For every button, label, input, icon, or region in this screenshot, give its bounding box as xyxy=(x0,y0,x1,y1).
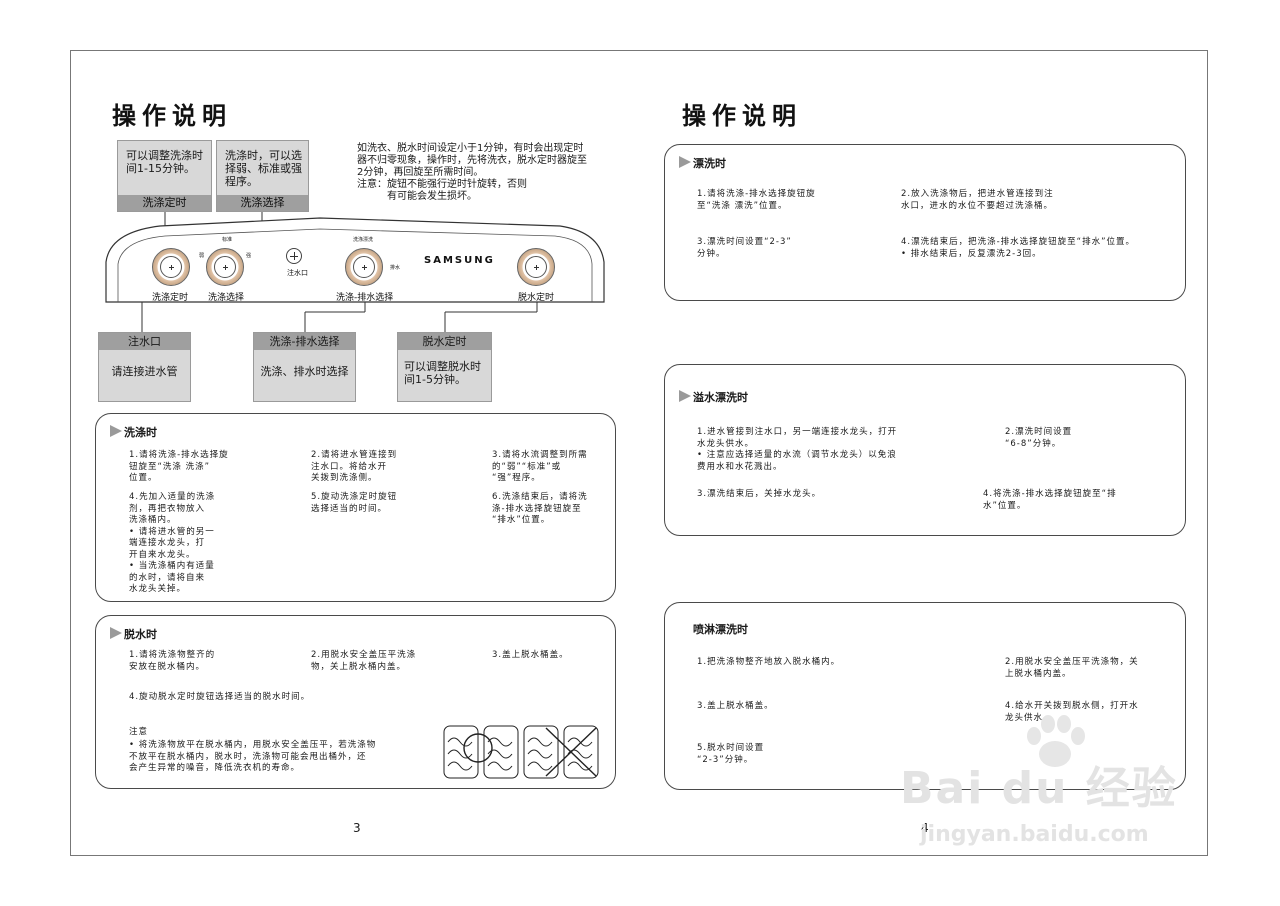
spray-step-4: 4.给水开关拨到脱水侧，打开水 龙头供水。 xyxy=(1005,701,1139,723)
spin-tub-illustration xyxy=(443,725,599,779)
triangle-marker-icon xyxy=(679,156,691,168)
spray-rinse-section: 喷淋漂洗时 1.把洗涤物整齐地放入脱水桶内。 2.用脱水安全盖压平洗涤物，关 上… xyxy=(664,602,1186,790)
inlet-label: 注水口 xyxy=(287,269,308,277)
spin-timer-tag: 脱水定时 可以调整脱水时间1-5分钟。 xyxy=(397,332,492,402)
spin-note-title: 注意 xyxy=(129,727,149,737)
spray-step-1: 1.把洗涤物整齐地放入脱水桶内。 xyxy=(697,657,841,667)
wash-timer-label: 洗涤定时 xyxy=(152,293,189,303)
spin-step-3: 3.盖上脱水桶盖。 xyxy=(492,650,569,660)
select-mark-standard: 标准 xyxy=(222,237,233,243)
wash-timer-info-box: 可以调整洗涤时间1-15分钟。 洗涤定时 xyxy=(117,140,212,212)
rinse-step-2: 2.放入洗涤物后，把进水管连接到注 水口，进水的水位不要超过洗涤桶。 xyxy=(901,189,1054,211)
wash-step-6: 6.洗涤结束后，请将洗 涤-排水选择旋钮旋至 “排水”位置。 xyxy=(492,492,588,525)
wash-drain-tag: 洗涤-排水选择 洗涤、排水时选择 xyxy=(253,332,356,402)
spin-step-1: 1.请将洗涤物整齐的 安放在脱水桶内。 xyxy=(129,650,216,672)
inlet-tag: 注水口 请连接进水管 xyxy=(98,332,191,402)
left-page-title: 操作说明 xyxy=(112,102,232,130)
baidu-jingyan-watermark: Bai du 经验 xyxy=(900,763,1178,814)
wash-step-1: 1.请将洗涤-排水选择旋 钮旋至“洗涤 洗涤” 位置。 xyxy=(129,450,229,483)
wash-step-2: 2.请将进水管连接到 注水口。将给水开 关拨到洗涤侧。 xyxy=(311,450,398,483)
wash-step-4: 4.先加入适量的洗涤 剂，再把衣物放入 洗涤桶内。 • 请将进水管的另一 端连接… xyxy=(129,492,216,594)
overflow-rinse-section: 溢水漂洗时 1.进水管接到注水口，另一端连接水龙头，打开 水龙头供水。 • 注意… xyxy=(664,364,1186,536)
timer-note: 如洗衣、脱水时间设定小于1分钟，有时会出现定时器不归零现象，操作时，先将洗衣，脱… xyxy=(357,143,587,202)
wash-section: 洗涤时 1.请将洗涤-排水选择旋 钮旋至“洗涤 洗涤” 位置。 2.请将进水管连… xyxy=(95,413,616,602)
overflow-step-3: 3.漂洗结束后，关掉水龙头。 xyxy=(697,489,822,499)
overflow-step-4: 4.将洗涤-排水选择旋钮旋至“排 水”位置。 xyxy=(983,489,1117,511)
right-page-number: 4 xyxy=(921,821,929,835)
triangle-marker-icon xyxy=(110,425,122,437)
overflow-section-title: 溢水漂洗时 xyxy=(679,389,748,405)
spin-section-title: 脱水时 xyxy=(110,626,157,642)
rinse-section-title: 漂洗时 xyxy=(679,155,726,171)
overflow-step-1: 1.进水管接到注水口，另一端连接水龙头，打开 水龙头供水。 • 注意应选择适量的… xyxy=(697,427,898,472)
select-mark-strong: 强 xyxy=(246,253,252,259)
spray-step-3: 3.盖上脱水桶盖。 xyxy=(697,701,774,711)
spin-step-2: 2.用脱水安全盖压平洗涤 物，关上脱水桶内盖。 xyxy=(311,650,417,672)
watermark-url: jingyan.baidu.com xyxy=(920,822,1149,847)
wash-step-3: 3.请将水流调整到所需 的“弱”“标准”或 “强”程序。 xyxy=(492,450,588,483)
wash-step-5: 5.旋动洗涤定时旋钮 选择适当的时间。 xyxy=(311,492,398,514)
rinse-section: 漂洗时 1.请将洗涤-排水选择旋钮旋 至“洗涤 漂洗”位置。 2.放入洗涤物后，… xyxy=(664,144,1186,301)
wash-select-label: 洗涤选择 xyxy=(208,293,245,303)
wash-drain-tag-head: 洗涤-排水选择 xyxy=(254,333,355,350)
spin-timer-tag-head: 脱水定时 xyxy=(398,333,491,350)
wash-select-info-box: 洗涤时，可以选择弱、标准或强程序。 洗涤选择 xyxy=(216,140,309,212)
inlet-tag-head: 注水口 xyxy=(99,333,190,350)
brand-logo: SAMSUNG xyxy=(424,255,495,266)
spin-timer-label: 脱水定时 xyxy=(518,293,555,303)
spin-timer-dial[interactable] xyxy=(517,248,555,286)
water-inlet xyxy=(286,248,302,264)
inlet-tag-body: 请连接进水管 xyxy=(111,365,178,378)
select-mark-weak: 弱 xyxy=(199,253,205,259)
rinse-step-3: 3.漂洗时间设置“2-3” 分钟。 xyxy=(697,237,792,259)
wash-timer-info-text: 可以调整洗涤时间1-15分钟。 xyxy=(126,149,203,175)
wash-timer-info-label: 洗涤定时 xyxy=(118,195,211,211)
drain-mark-rinse: 洗涤漂洗 xyxy=(353,237,374,243)
rinse-step-1: 1.请将洗涤-排水选择旋钮旋 至“洗涤 漂洗”位置。 xyxy=(697,189,816,211)
wash-timer-dial[interactable] xyxy=(152,248,190,286)
rinse-step-4: 4.漂洗结束后，把洗涤-排水选择旋钮旋至“排水”位置。 • 排水结束后，反复漂洗… xyxy=(901,237,1135,259)
wash-drain-dial[interactable] xyxy=(345,248,383,286)
spin-step-4: 4.旋动脱水定时旋钮选择适当的脱水时间。 xyxy=(129,692,311,702)
right-page-title: 操作说明 xyxy=(682,102,802,130)
wash-select-info-text: 洗涤时，可以选择弱、标准或强程序。 xyxy=(225,149,302,188)
wash-select-info-label: 洗涤选择 xyxy=(217,195,308,211)
spin-timer-tag-body: 可以调整脱水时间1-5分钟。 xyxy=(404,360,481,386)
page-frame xyxy=(70,50,1208,856)
spin-section: 脱水时 1.请将洗涤物整齐的 安放在脱水桶内。 2.用脱水安全盖压平洗涤 物，关… xyxy=(95,615,616,789)
spray-step-5: 5.脱水时间设置 “2-3”分钟。 xyxy=(697,743,765,765)
spin-note: • 将洗涤物放平在脱水桶内，用脱水安全盖压平，若洗涤物 不放平在脱水桶内，脱水时… xyxy=(129,740,377,773)
wash-drain-tag-body: 洗涤、排水时选择 xyxy=(260,365,349,378)
spray-step-2: 2.用脱水安全盖压平洗涤物，关 上脱水桶内盖。 xyxy=(1005,657,1139,679)
triangle-marker-icon xyxy=(679,390,691,402)
triangle-marker-icon xyxy=(110,627,122,639)
wash-section-title: 洗涤时 xyxy=(110,424,157,440)
wash-select-dial[interactable] xyxy=(206,248,244,286)
wash-drain-label: 洗涤-排水选择 xyxy=(336,293,394,303)
overflow-step-2: 2.漂洗时间设置 “6-8”分钟。 xyxy=(1005,427,1073,449)
left-page-number: 3 xyxy=(353,821,361,835)
spray-section-title: 喷淋漂洗时 xyxy=(693,623,748,636)
drain-mark-drain: 排水 xyxy=(390,265,401,271)
paw-watermark-icon xyxy=(1027,715,1085,767)
